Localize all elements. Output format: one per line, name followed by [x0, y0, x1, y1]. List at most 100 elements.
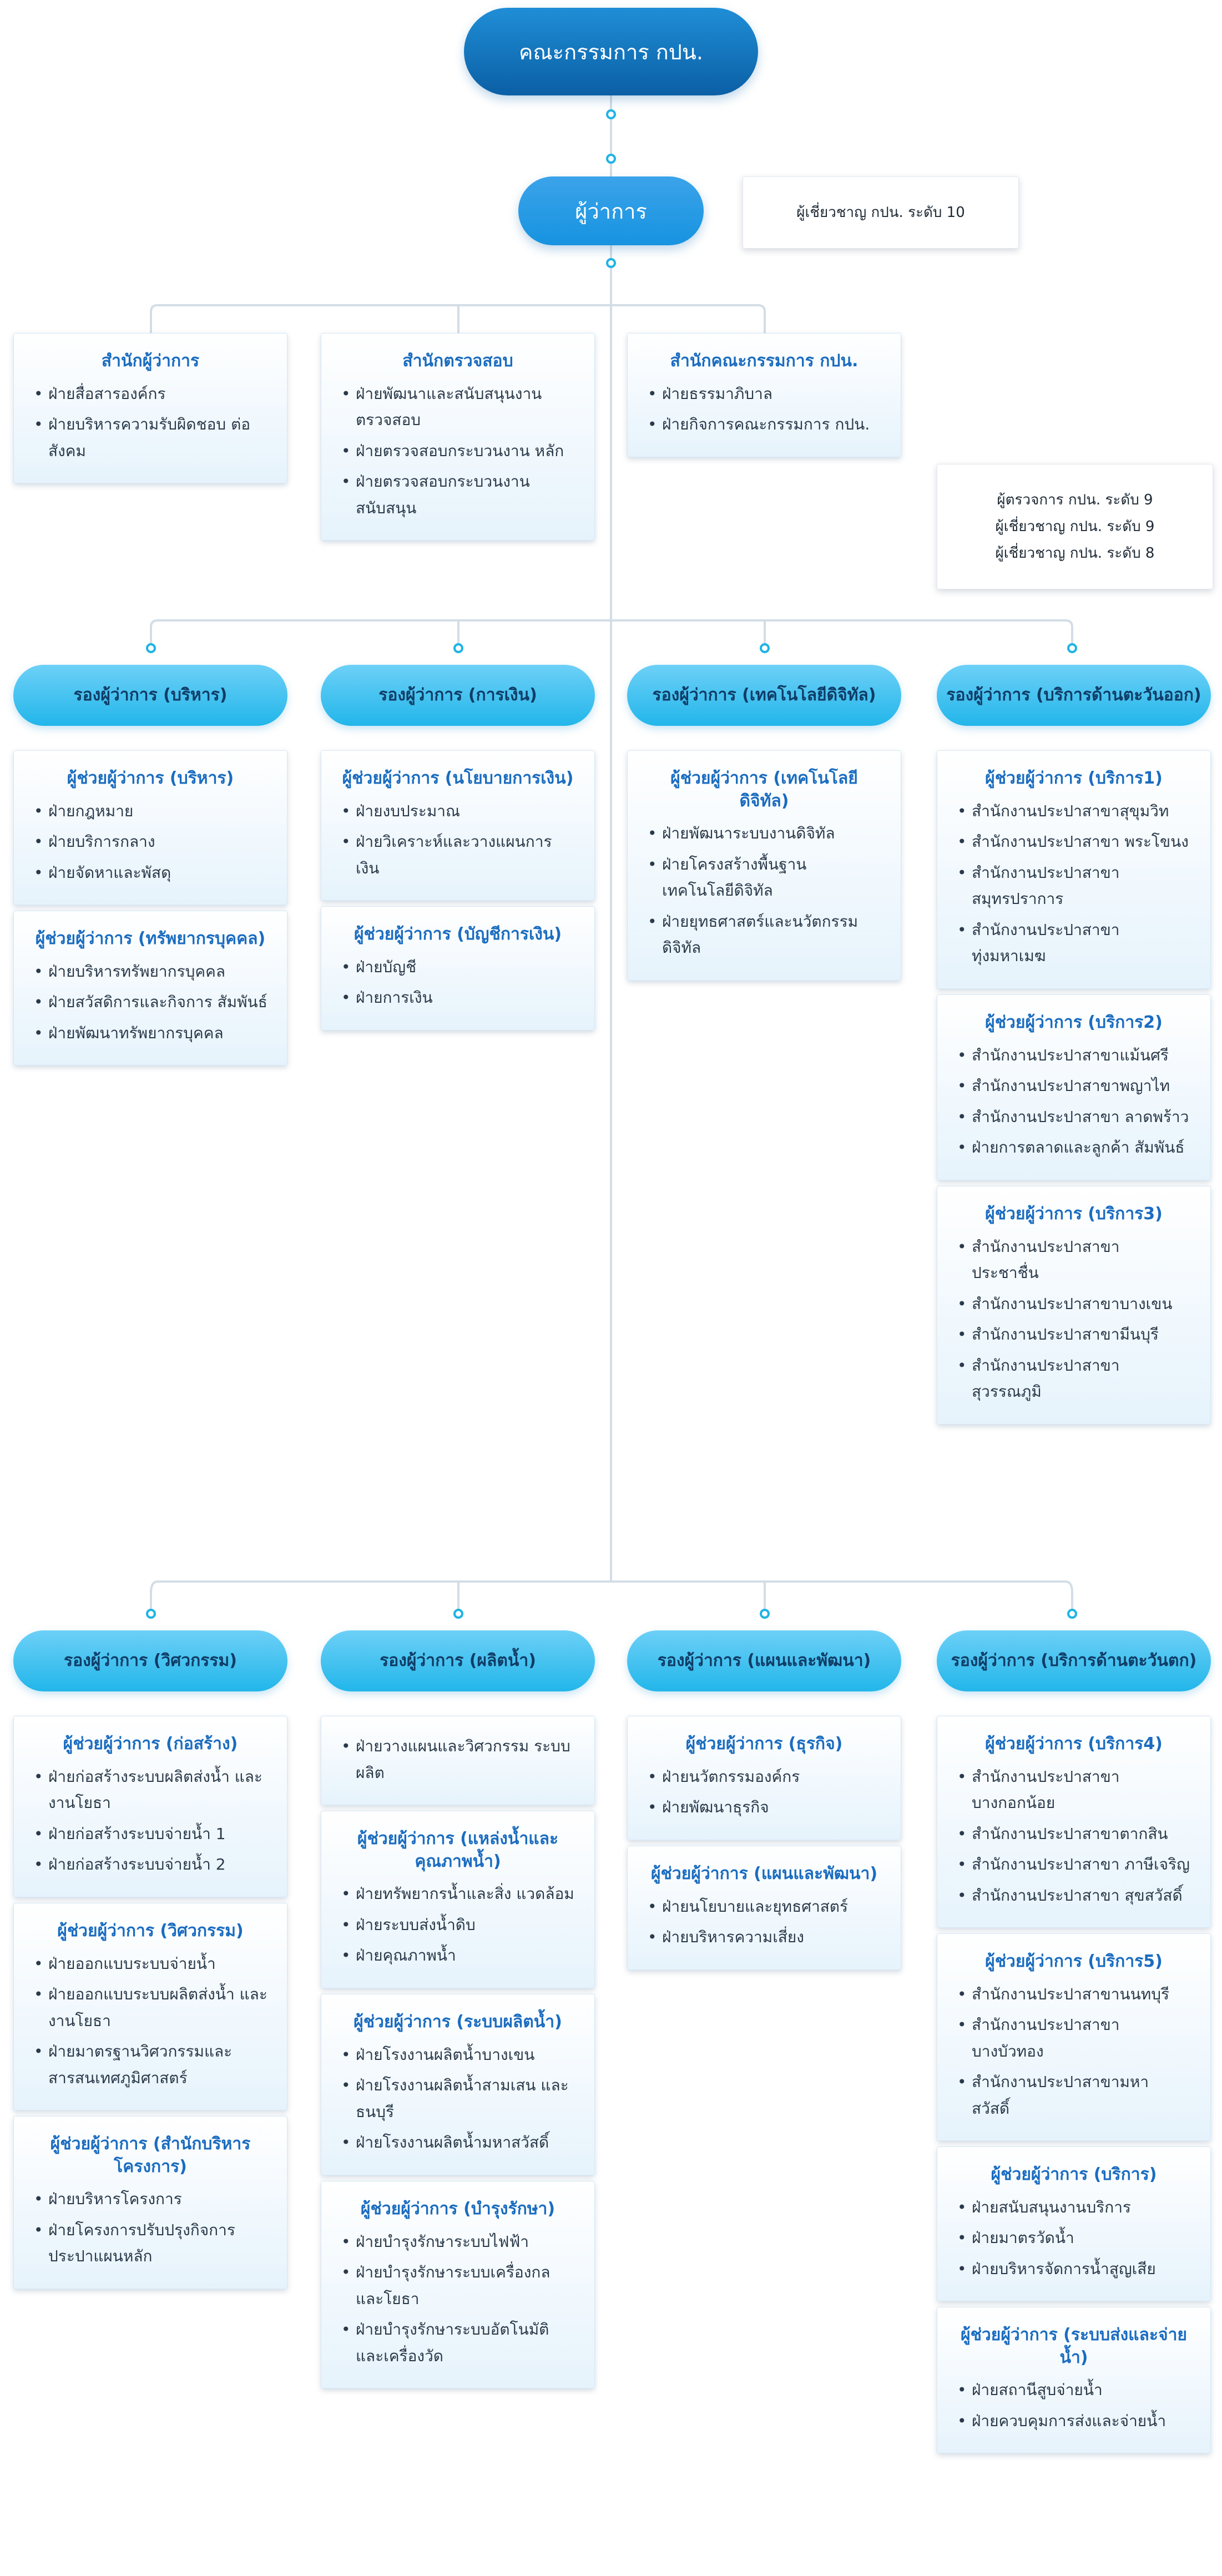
connector-dot — [606, 258, 616, 268]
office-item: ฝ่ายกิจการคณะกรรมการ กปน. — [647, 411, 882, 438]
office-item: ฝ่ายธรรมาภิบาล — [647, 381, 882, 407]
department-item: ฝ่ายงบประมาณ — [340, 798, 575, 825]
assistant-governor-title: ผู้ช่วยผู้ว่าการ (ก่อสร้าง) — [63, 1734, 238, 1754]
assistant-governor-box: ผู้ช่วยผู้ว่าการ (ระบบผลิตน้ำ)ฝ่ายโรงงาน… — [321, 1994, 595, 2175]
department-item: ฝ่ายบริการกลาง — [33, 829, 268, 855]
assistant-governor-title: ผู้ช่วยผู้ว่าการ (บริการ5) — [985, 1952, 1163, 1971]
advisor-label: ผู้ตรวจการ กปน. ระดับ 9 — [997, 491, 1153, 508]
department-item: สำนักงานประปาสาขา สุขสวัสดิ์ — [956, 1882, 1191, 1909]
assistant-governor-title: ผู้ช่วยผู้ว่าการ (นโยบายการเงิน) — [342, 769, 574, 788]
department-item: ฝ่ายคุณภาพน้ำ — [340, 1942, 575, 1969]
office-item: ฝ่ายพัฒนาและสนับสนุนงาน ตรวจสอบ — [340, 381, 575, 433]
department-item: ฝ่ายมาตรวัดน้ำ — [956, 2225, 1191, 2251]
department-item: ฝ่ายก่อสร้างระบบจ่ายน้ำ 1 — [33, 1821, 268, 1847]
connector-dot — [760, 1609, 770, 1619]
department-item: ฝ่ายสถานีสูบจ่ายน้ำ — [956, 2377, 1191, 2403]
assistant-governor-box: ผู้ช่วยผู้ว่าการ (นโยบายการเงิน) ฝ่ายงบปร… — [321, 750, 595, 901]
assistant-governor-box: ผู้ช่วยผู้ว่าการ (ก่อสร้าง) ฝ่ายก่อสร้างร… — [13, 1716, 287, 1897]
assistant-governor-title: ผู้ช่วยผู้ว่าการ (บริการ4) — [985, 1734, 1163, 1754]
assistant-governor-title: ผู้ช่วยผู้ว่าการ (บริหาร) — [67, 769, 234, 788]
deputy-governor-label: รองผู้ว่าการ (แผนและพัฒนา) — [657, 1650, 871, 1670]
department-item: ฝ่ายโครงการปรับปรุงกิจการ ประปาแผนหลัก — [33, 2217, 268, 2270]
connector-dot — [1067, 643, 1077, 653]
department-item: ฝ่ายพัฒนาธุรกิจ — [647, 1794, 882, 1821]
assistant-governor-box: ผู้ช่วยผู้ว่าการ (เทคโนโลยีดิจิทัล) ฝ่ายพ… — [627, 750, 901, 981]
department-item: ฝ่ายวิเคราะห์และวางแผนการ เงิน — [340, 829, 575, 881]
department-item: ฝ่ายบำรุงรักษาระบบอัตโนมัติ และเครื่องวั… — [340, 2316, 575, 2369]
connector-dot — [1067, 1609, 1077, 1619]
department-item: สำนักงานประปาสาขามหา สวัสดิ์ — [956, 2069, 1191, 2122]
department-item: ฝ่ายสวัสดิการและกิจการ สัมพันธ์ — [33, 989, 268, 1016]
deputy-governor-label: รองผู้ว่าการ (บริการด้านตะวันออก) — [946, 685, 1201, 705]
office-item: ฝ่ายตรวจสอบกระบวนงาน สนับสนุน — [340, 468, 575, 521]
assistant-governor-title: ผู้ช่วยผู้ว่าการ (เทคโนโลยีดิจิทัล) — [670, 769, 858, 811]
department-item: ฝ่ายนโยบายและยุทธศาสตร์ — [647, 1893, 882, 1920]
assistant-governor-box: ผู้ช่วยผู้ว่าการ (สำนักบริหารโครงการ) ฝ่า… — [13, 2116, 287, 2289]
connector-dot — [760, 643, 770, 653]
deputy-governor-label: รองผู้ว่าการ (บริการด้านตะวันตก) — [951, 1650, 1197, 1670]
assistant-governor-box: ผู้ช่วยผู้ว่าการ (ทรัพยากรบุคคล)ฝ่ายบริห… — [13, 911, 287, 1066]
department-item: สำนักงานประปาสาขา สุวรรณภูมิ — [956, 1352, 1191, 1405]
department-item: ฝ่ายโรงงานผลิตน้ำบางเขน — [340, 2042, 575, 2068]
department-item: สำนักงานประปาสาขา ภาษีเจริญ — [956, 1851, 1191, 1878]
connector-dot — [453, 1609, 463, 1619]
deputy-governor-node: รองผู้ว่าการ (บริการด้านตะวันออก) — [937, 665, 1211, 726]
assistant-governor-box: ฝ่ายวางแผนและวิศวกรรม ระบบผลิต — [321, 1716, 595, 1806]
deputy-governor-node: รองผู้ว่าการ (บริการด้านตะวันตก) — [937, 1630, 1211, 1691]
deputy-governor-node: รองผู้ว่าการ (เทคโนโลยีดิจิทัล) — [627, 665, 901, 726]
department-item: ฝ่ายกฎหมาย — [33, 798, 268, 825]
department-item: สำนักงานประปาสาขา ลาดพร้าว — [956, 1104, 1191, 1130]
department-item: สำนักงานประปาสาขาบางเขน — [956, 1291, 1191, 1317]
deputy-governor-label: รองผู้ว่าการ (บริหาร) — [73, 685, 228, 705]
department-item: สำนักงานประปาสาขา สมุทรปราการ — [956, 860, 1191, 912]
department-item: ฝ่ายพัฒนาระบบงานดิจิทัล — [647, 820, 882, 847]
assistant-governor-title: ผู้ช่วยผู้ว่าการ (บริการ2) — [985, 1013, 1163, 1032]
office-box-audit: สำนักตรวจสอบ ฝ่ายพัฒนาและสนับสนุนงาน ตรว… — [321, 333, 595, 541]
assistant-governor-box: ผู้ช่วยผู้ว่าการ (บริการ4) สำนักงานประปาส… — [937, 1716, 1211, 1928]
department-item: ฝ่ายบำรุงรักษาระบบเครื่องกล และโยธา — [340, 2259, 575, 2312]
expert-level10-label: ผู้เชี่ยวชาญ กปน. ระดับ 10 — [796, 204, 965, 221]
office-title: สำนักตรวจสอบ — [402, 351, 513, 371]
deputy-governor-node: รองผู้ว่าการ (แผนและพัฒนา) — [627, 1630, 901, 1691]
advisor-label: ผู้เชี่ยวชาญ กปน. ระดับ 8 — [995, 545, 1155, 562]
office-box-board: สำนักคณะกรรมการ กปน. ฝ่ายธรรมาภิบาล ฝ่าย… — [627, 333, 901, 457]
assistant-governor-box: ผู้ช่วยผู้ว่าการ (แหล่งน้ำและคุณภาพน้ำ)ฝ… — [321, 1811, 595, 1988]
assistant-governor-title: ผู้ช่วยผู้ว่าการ (บำรุงรักษา) — [360, 2199, 556, 2219]
department-item: ฝ่ายการเงิน — [340, 984, 575, 1011]
assistant-governor-box: ผู้ช่วยผู้ว่าการ (บริการ3)สำนักงานประปาส… — [937, 1186, 1211, 1425]
department-item: ฝ่ายวางแผนและวิศวกรรม ระบบผลิต — [340, 1733, 575, 1786]
assistant-governor-title: ผู้ช่วยผู้ว่าการ (บัญชีการเงิน) — [354, 925, 562, 944]
assistant-governor-box: ผู้ช่วยผู้ว่าการ (แผนและพัฒนา) ฝ่ายนโยบาย… — [627, 1846, 901, 1970]
department-item: สำนักงานประปาสาขาสุขุมวิท — [956, 798, 1191, 825]
assistant-governor-title: ผู้ช่วยผู้ว่าการ (แผนและพัฒนา) — [650, 1864, 878, 1883]
department-item: สำนักงานประปาสาขา บางกอกน้อย — [956, 1764, 1191, 1816]
assistant-governor-title: ผู้ช่วยผู้ว่าการ (ธุรกิจ) — [685, 1734, 843, 1754]
assistant-governor-title: ผู้ช่วยผู้ว่าการ (ระบบส่งและจ่ายน้ำ) — [960, 2325, 1188, 2367]
advisor-label: ผู้เชี่ยวชาญ กปน. ระดับ 9 — [995, 518, 1155, 535]
office-title: สำนักผู้ว่าการ — [101, 351, 200, 371]
department-item: ฝ่ายยุทธศาสตร์และนวัตกรรม ดิจิทัล — [647, 908, 882, 961]
assistant-governor-title: ผู้ช่วยผู้ว่าการ (วิศวกรรม) — [57, 1921, 244, 1941]
governor-label: ผู้ว่าการ — [575, 199, 647, 224]
governor-node: ผู้ว่าการ — [518, 176, 704, 245]
department-item: สำนักงานประปาสาขา ประชาชื่น — [956, 1234, 1191, 1286]
deputy-governor-node: รองผู้ว่าการ (วิศวกรรม) — [13, 1630, 287, 1691]
assistant-governor-title: ผู้ช่วยผู้ว่าการ (บริการ1) — [985, 769, 1163, 788]
assistant-governor-box: ผู้ช่วยผู้ว่าการ (บริการ5) สำนักงานประปาส… — [937, 1933, 1211, 2141]
department-item: ฝ่ายโรงงานผลิตน้ำมหาสวัสดิ์ — [340, 2129, 575, 2156]
department-item: สำนักงานประปาสาขานนทบุรี — [956, 1981, 1191, 2008]
deputy-governor-label: รองผู้ว่าการ (ผลิตน้ำ) — [380, 1650, 536, 1670]
connector-dot — [146, 1609, 156, 1619]
assistant-governor-title: ผู้ช่วยผู้ว่าการ (สำนักบริหารโครงการ) — [50, 2134, 251, 2176]
department-item: ฝ่ายออกแบบระบบผลิตส่งน้ำ และงานโยธา — [33, 1981, 268, 2034]
department-item: ฝ่ายบริหารความเสี่ยง — [647, 1924, 882, 1951]
board-node: คณะกรรมการ กปน. — [464, 8, 758, 95]
department-item: ฝ่ายบัญชี — [340, 954, 575, 981]
department-item: ฝ่ายสนับสนุนงานบริการ — [956, 2194, 1191, 2221]
department-item: สำนักงานประปาสาขา พระโขนง — [956, 829, 1191, 855]
assistant-governor-box: ผู้ช่วยผู้ว่าการ (ระบบส่งและจ่ายน้ำ) ฝ่าย… — [937, 2307, 1211, 2454]
department-item: สำนักงานประปาสาขาแม้นศรี — [956, 1042, 1191, 1069]
department-item: ฝ่ายระบบส่งน้ำดิบ — [340, 1912, 575, 1938]
department-item: ฝ่ายการตลาดและลูกค้า สัมพันธ์ — [956, 1134, 1191, 1161]
board-label: คณะกรรมการ กปน. — [519, 39, 703, 64]
